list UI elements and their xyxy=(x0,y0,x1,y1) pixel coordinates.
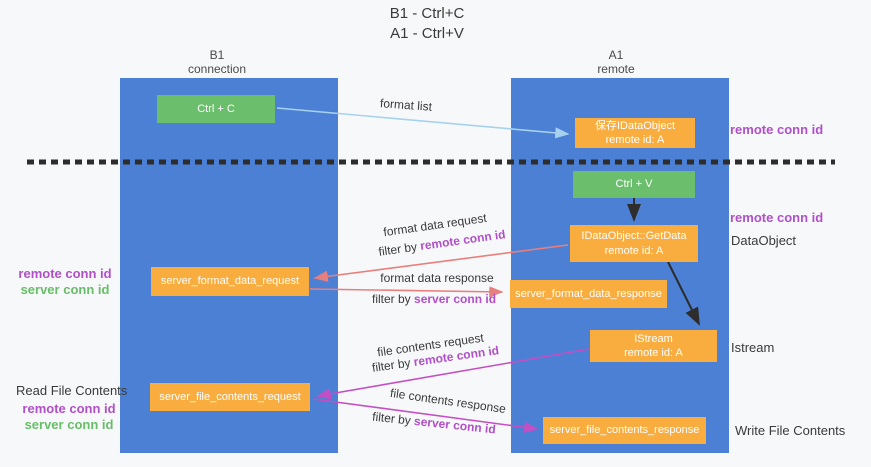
label-filter-by-server-conn-id-2: filter by server conn id xyxy=(370,409,499,437)
label-remote-conn-id-bottom-left: remote conn id xyxy=(22,401,116,416)
node-server-format-data-response-label: server_format_data_response xyxy=(515,287,662,300)
node-ctrl-c-label: Ctrl + C xyxy=(197,102,235,115)
server-conn-id-text: server conn id xyxy=(413,413,497,437)
node-server-file-contents-response-label: server_file_contents_response xyxy=(549,424,700,437)
node-save-idataobject-line2: remote id: A xyxy=(605,134,665,146)
title-line-1: B1 - Ctrl+C xyxy=(389,5,465,22)
label-remote-conn-id-top-right: remote conn id xyxy=(730,122,824,137)
node-idataobject-getdata-line2: remote id: A xyxy=(604,244,664,257)
node-save-idataobject: 保存IDataObject remote id: A xyxy=(575,118,695,148)
label-write-file-contents: Write File Contents xyxy=(735,423,846,438)
filter-by-text: filter by xyxy=(372,292,415,306)
node-server-file-contents-request-label: server_file_contents_request xyxy=(159,390,301,403)
left-column-subtitle: connection xyxy=(187,62,247,77)
label-format-data-response: format data response xyxy=(380,271,494,285)
label-server-conn-id-left: server conn id xyxy=(20,282,110,297)
node-server-file-contents-response: server_file_contents_response xyxy=(543,417,706,444)
diagram-title: B1 - Ctrl+C A1 - Ctrl+V xyxy=(327,4,527,45)
label-format-list: format list xyxy=(379,96,433,114)
label-istream: Istream xyxy=(731,340,775,355)
label-file-contents-response: file contents response xyxy=(389,385,507,417)
node-istream-line1: IStream xyxy=(634,332,673,345)
label-dataobject: DataObject xyxy=(731,233,797,248)
right-column-title: A1 xyxy=(608,48,624,62)
node-ctrl-v-label: Ctrl + V xyxy=(615,178,653,191)
title-line-2: A1 - Ctrl+V xyxy=(390,25,464,43)
right-column-subtitle: remote xyxy=(597,62,635,77)
right-column-header: A1 remote xyxy=(556,48,676,77)
node-server-file-contents-request: server_file_contents_request xyxy=(150,383,310,411)
node-ctrl-v: Ctrl + V xyxy=(573,171,695,198)
label-remote-conn-id-mid-right: remote conn id xyxy=(730,210,824,225)
label-filter-by-server-conn-id-1: filter by server conn id xyxy=(372,292,496,306)
server-conn-id-text: server conn id xyxy=(414,292,497,306)
node-ctrl-c: Ctrl + C xyxy=(157,95,275,123)
node-istream: IStream remote id: A xyxy=(590,330,717,362)
node-server-format-data-request: server_format_data_request xyxy=(151,267,309,296)
node-save-idataobject-line1: 保存IDataObject xyxy=(594,119,676,132)
node-server-format-data-response: server_format_data_response xyxy=(510,280,667,308)
node-idataobject-getdata: IDataObject::GetData remote id: A xyxy=(570,225,698,262)
filter-by-text: filter by xyxy=(377,239,422,259)
left-column-header: B1 connection xyxy=(157,48,277,77)
filter-by-text: filter by xyxy=(371,409,415,428)
label-server-conn-id-bottom-left: server conn id xyxy=(24,417,114,432)
node-istream-line2: remote id: A xyxy=(624,347,683,359)
node-server-format-data-request-label: server_format_data_request xyxy=(160,275,300,288)
label-read-file-contents: Read File Contents xyxy=(16,383,128,398)
left-column-title: B1 xyxy=(209,48,225,62)
label-remote-conn-id-left: remote conn id xyxy=(18,266,112,281)
node-idataobject-getdata-line1: IDataObject::GetData xyxy=(581,230,687,243)
